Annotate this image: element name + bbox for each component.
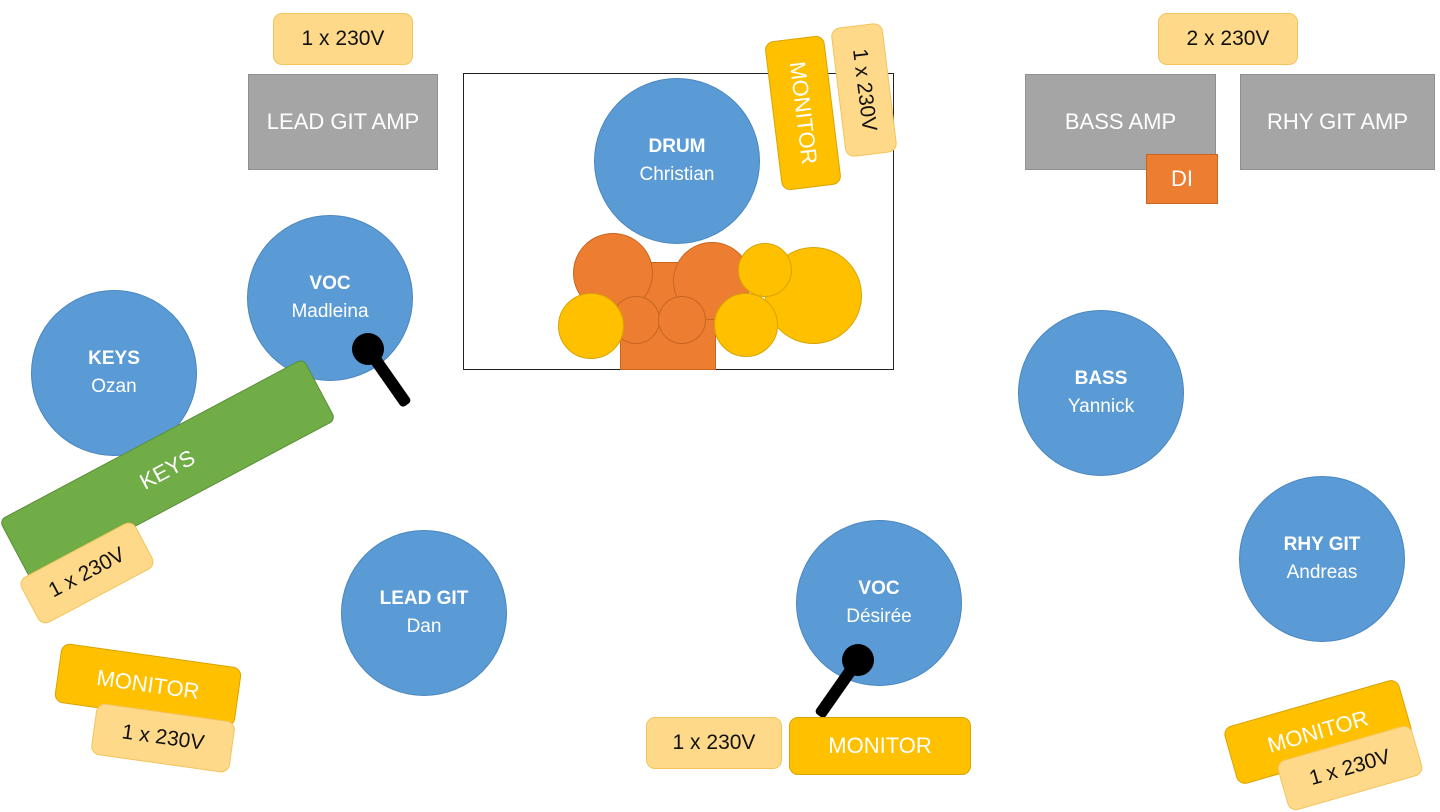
keyboard-label: KEYS [135, 444, 200, 495]
musician-name: Christian [639, 164, 715, 185]
cymbal-left [558, 293, 624, 359]
musician-bass: BASS Yannick [1018, 310, 1184, 476]
power-lead-git-amp: 1 x 230V [273, 13, 413, 65]
monitor-voc: MONITOR [789, 717, 971, 775]
musician-name: Yannick [1067, 396, 1135, 417]
musician-voc-madleina: VOC Madleina [247, 215, 413, 381]
musician-role: LEAD GIT [379, 588, 469, 610]
musician-lead-git: LEAD GIT Dan [341, 530, 507, 696]
power-voc-monitor: 1 x 230V [646, 717, 782, 769]
musician-role: VOC [858, 578, 900, 600]
musician-rhy-git: RHY GIT Andreas [1239, 476, 1405, 642]
musician-name: Ozan [91, 376, 137, 397]
musician-role: VOC [309, 273, 351, 295]
musician-name: Désirée [846, 606, 912, 627]
cymbal-hihat [738, 243, 792, 297]
musician-role: RHY GIT [1283, 534, 1361, 556]
di-box: DI [1146, 154, 1218, 204]
musician-role: DRUM [648, 136, 706, 158]
cymbal-right-small [714, 293, 778, 357]
musician-role: BASS [1074, 368, 1128, 390]
musician-drum: DRUM Christian [594, 78, 760, 244]
power-bass-rhy-amps: 2 x 230V [1158, 13, 1298, 65]
tom-right [658, 296, 706, 344]
musician-name: Andreas [1286, 562, 1358, 583]
lead-git-amp: LEAD GIT AMP [248, 74, 438, 170]
rhy-git-amp: RHY GIT AMP [1240, 74, 1435, 170]
musician-role: KEYS [88, 348, 140, 370]
musician-voc-desiree: VOC Désirée [796, 520, 962, 686]
musician-name: Madleina [291, 301, 369, 322]
musician-name: Dan [406, 616, 442, 637]
